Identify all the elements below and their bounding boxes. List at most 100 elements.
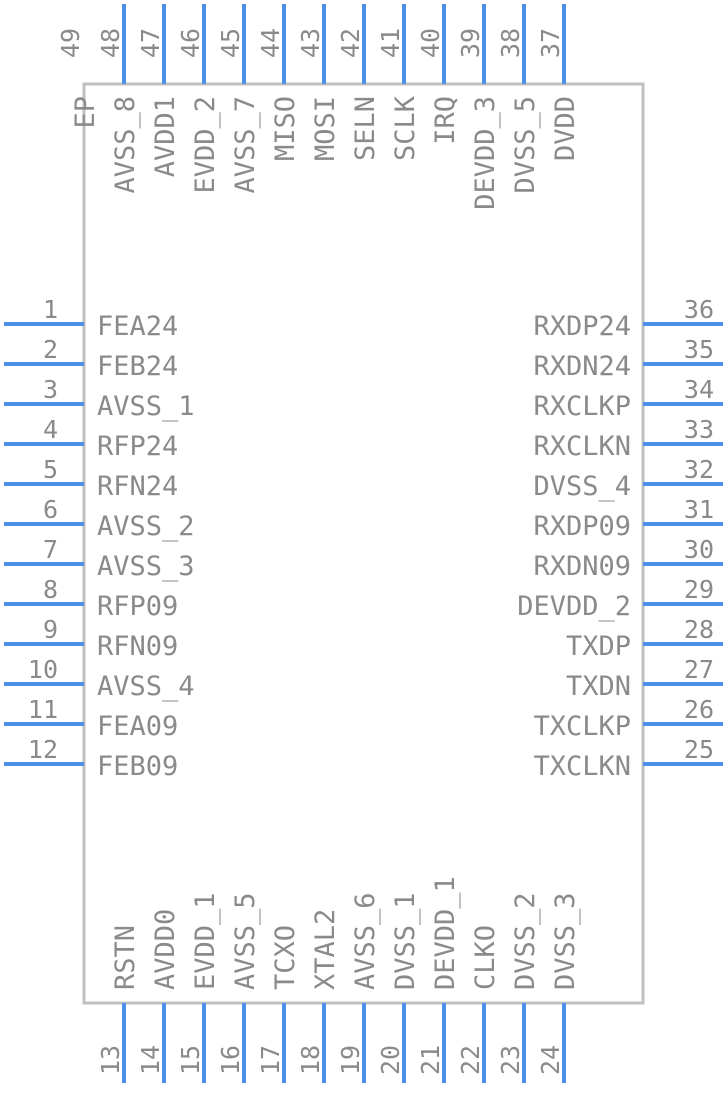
pin-number: 45 (216, 28, 245, 58)
pin-number: 2 (43, 335, 58, 364)
pin-number: 43 (296, 28, 325, 58)
pin-label: AVSS_1 (97, 391, 195, 422)
pin-number: 4 (43, 415, 58, 444)
pin-number: 28 (684, 615, 714, 644)
pin-number: 10 (28, 655, 58, 684)
pin-number: 5 (43, 455, 58, 484)
pin-number: 46 (176, 28, 205, 58)
pin-number: 36 (684, 295, 714, 324)
pin-label: RXDP09 (533, 511, 631, 542)
pin-number: 20 (376, 1045, 405, 1075)
pin-number: 15 (176, 1045, 205, 1075)
pin-number: 33 (684, 415, 714, 444)
pin-label: TXDP (566, 631, 631, 662)
pin-number: 44 (256, 28, 285, 58)
pin-number: 34 (684, 375, 714, 404)
pin-label: RFN24 (97, 471, 178, 502)
pin-label: DVSS_2 (510, 892, 541, 990)
pin-number: 17 (256, 1045, 285, 1075)
pin-number: 13 (96, 1045, 125, 1075)
pin-number: 42 (336, 28, 365, 58)
pin-label: DVDD (550, 96, 581, 161)
pin-label: FEA24 (97, 311, 178, 342)
pin-label: AVSS_4 (97, 671, 195, 702)
pin-number: 19 (336, 1045, 365, 1075)
pin-label: DEVDD_1 (430, 876, 461, 990)
pin-number: 48 (96, 28, 125, 58)
pin-label: TCXO (270, 925, 301, 990)
pin-label: DVSS_5 (510, 96, 541, 194)
pin-number: 9 (43, 615, 58, 644)
pin-number: 49 (56, 28, 85, 58)
pin-number: 6 (43, 495, 58, 524)
pin-label: AVSS_5 (230, 892, 261, 990)
pin-label: RFP09 (97, 591, 178, 622)
pin-label: RXCLKP (533, 391, 631, 422)
pin-number: 47 (136, 28, 165, 58)
pin-label: EVDD_1 (190, 892, 221, 990)
pin-label: TXDN (566, 671, 631, 702)
pin-group: 1FEA242FEB243AVSS_14RFP245RFN246AVSS_27A… (4, 4, 723, 1083)
pin-label: AVDD1 (150, 96, 181, 177)
pin-number: 8 (43, 575, 58, 604)
pin-label: RXCLKN (533, 431, 631, 462)
pin-label: AVSS_3 (97, 551, 195, 582)
pin-number: 40 (416, 28, 445, 58)
pin-number: 18 (296, 1045, 325, 1075)
pin-label: AVSS_7 (230, 96, 261, 194)
pin-number: 38 (496, 28, 525, 58)
pin-number: 7 (43, 535, 58, 564)
pin-number: 14 (136, 1045, 165, 1075)
pin-number: 25 (684, 735, 714, 764)
pin-number: 24 (536, 1045, 565, 1075)
pin-number: 23 (496, 1045, 525, 1075)
pin-label: SELN (350, 96, 381, 161)
pin-number: 16 (216, 1045, 245, 1075)
pin-number: 27 (684, 655, 714, 684)
pin-label: FEB09 (97, 751, 178, 782)
pin-label: RFN09 (97, 631, 178, 662)
pin-label: RSTN (110, 925, 141, 990)
pin-label: DVSS_1 (390, 892, 421, 990)
pin-number: 31 (684, 495, 714, 524)
pin-label: FEB24 (97, 351, 178, 382)
pin-number: 35 (684, 335, 714, 364)
pin-label: DEVDD_2 (517, 591, 631, 622)
pin-number: 41 (376, 28, 405, 58)
pin-number: 32 (684, 455, 714, 484)
pin-label: RXDN24 (533, 351, 631, 382)
pin-label: DEVDD_3 (470, 96, 501, 210)
pin-label: TXCLKP (533, 711, 631, 742)
pin-number: 26 (684, 695, 714, 724)
pin-label: EP (70, 96, 101, 129)
pin-label: DVSS_4 (533, 471, 631, 502)
pin-label: RXDP24 (533, 311, 631, 342)
pin-label: AVSS_8 (110, 96, 141, 194)
pin-number: 39 (456, 28, 485, 58)
pin-label: AVSS_2 (97, 511, 195, 542)
pin-label: DVSS_3 (550, 892, 581, 990)
pin-label: SCLK (390, 95, 421, 161)
pin-number: 37 (536, 28, 565, 58)
pin-number: 22 (456, 1045, 485, 1075)
pin-label: FEA09 (97, 711, 178, 742)
pin-label: EVDD_2 (190, 96, 221, 194)
pin-label: MOSI (310, 96, 341, 161)
pin-number: 11 (28, 695, 58, 724)
pin-label: XTAL2 (310, 909, 341, 990)
ic-body (82, 82, 645, 1005)
pin-label: AVDD0 (150, 909, 181, 990)
pin-number: 29 (684, 575, 714, 604)
pin-label: RFP24 (97, 431, 178, 462)
pin-number: 3 (43, 375, 58, 404)
pin-label: AVSS_6 (350, 892, 381, 990)
pin-number: 30 (684, 535, 714, 564)
pin-label: MISO (270, 96, 301, 161)
pin-label: IRQ (430, 96, 461, 145)
pin-label: CLKO (470, 925, 501, 990)
pin-number: 12 (28, 735, 58, 764)
pin-number: 21 (416, 1045, 445, 1075)
pin-label: RXDN09 (533, 551, 631, 582)
